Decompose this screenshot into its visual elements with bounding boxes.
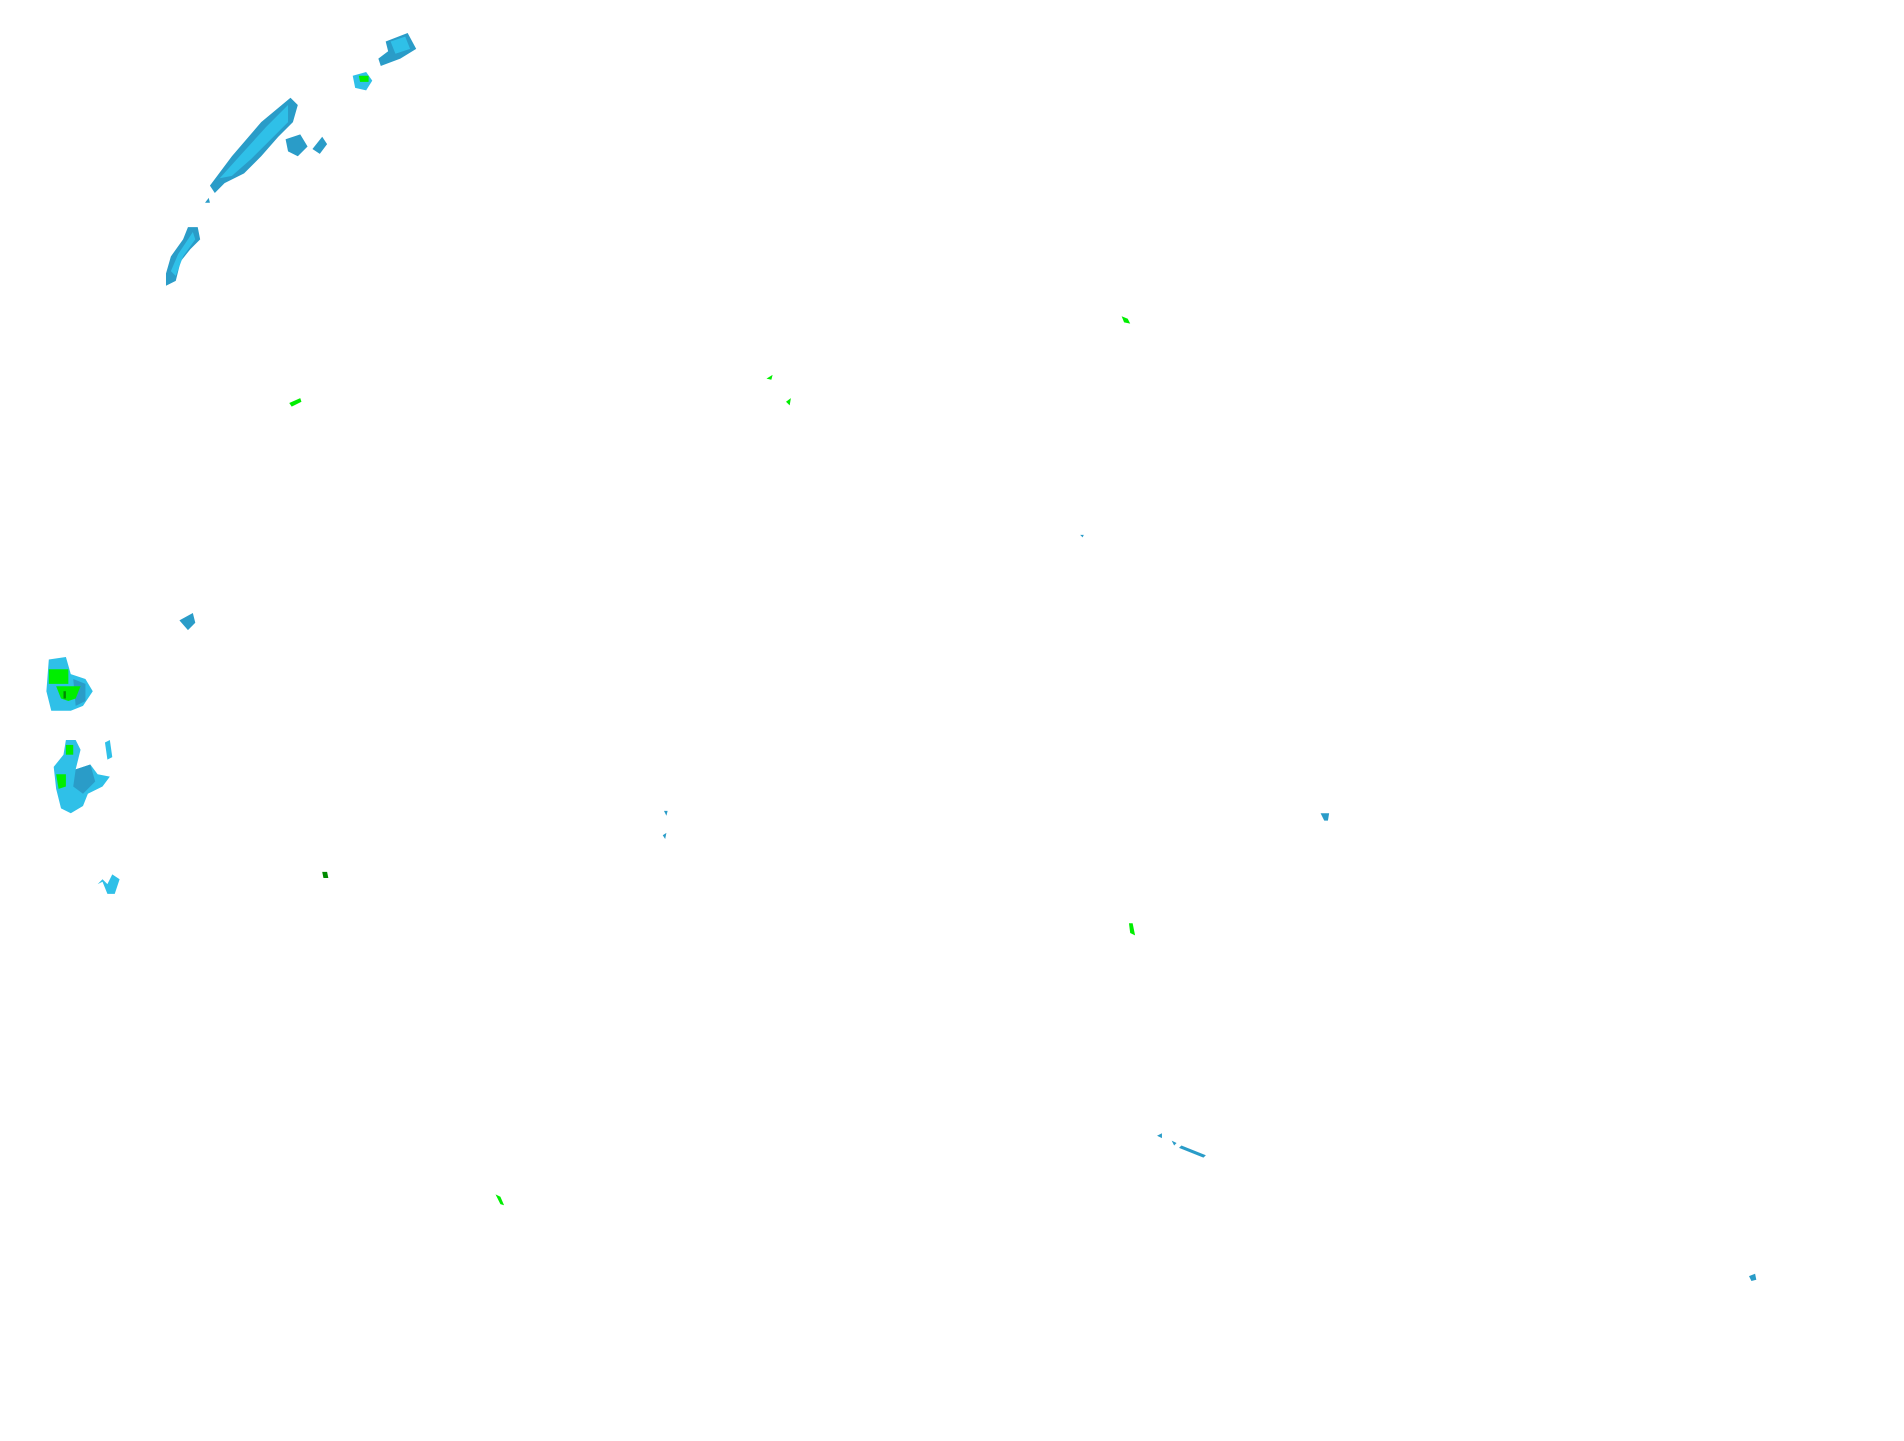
radar-echo (390, 36, 411, 54)
radar-echo (73, 678, 86, 706)
precipitation-cells (46, 32, 1757, 1282)
radar-echo (219, 105, 289, 179)
radar-echo (205, 197, 210, 203)
radar-echo (48, 669, 69, 684)
radar-echo (312, 136, 328, 154)
radar-echo (1171, 1140, 1177, 1146)
radar-echo (1157, 1133, 1162, 1139)
radar-echo (285, 134, 308, 157)
radar-echo (56, 774, 66, 789)
radar-echo (1080, 534, 1084, 538)
radar-echo (73, 764, 96, 794)
radar-echo (1179, 1145, 1206, 1158)
radar-echo (104, 740, 113, 760)
radar-echo (1320, 813, 1330, 821)
radar-echo (170, 232, 196, 276)
radar-echo (495, 1194, 505, 1206)
radar-echo (786, 398, 791, 406)
radar-echo (97, 874, 120, 894)
radar-echo (1748, 1273, 1757, 1282)
radar-echo (322, 871, 329, 879)
radar-echo (65, 744, 74, 755)
radar-echo (1128, 923, 1136, 936)
radar-echo (289, 398, 302, 407)
radar-echo (358, 75, 369, 82)
radar-echo (179, 613, 196, 631)
radar-echo (56, 686, 81, 701)
radar-echo (663, 810, 668, 816)
radar-echo (766, 374, 773, 380)
radar-echo (662, 832, 667, 839)
radar-echo (1121, 316, 1131, 324)
radar-echo (63, 691, 66, 699)
radar-echo (165, 227, 201, 286)
